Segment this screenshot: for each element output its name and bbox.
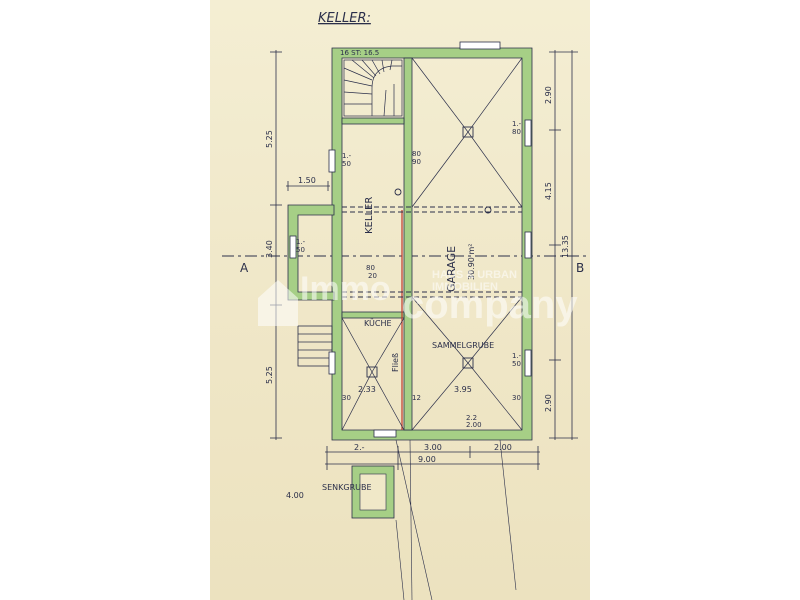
dim-bottom-total: 9.00 xyxy=(418,455,436,464)
dim-bottom-left: 2.- xyxy=(354,443,365,452)
dim-window-6: 2.2 xyxy=(466,414,477,422)
dim-corner-30b: 30 xyxy=(512,394,521,402)
dim-bottom-right: 2.00 xyxy=(494,443,512,452)
dim-door-20: 20 xyxy=(368,272,377,280)
room-label-garage-area: 30.90 m² xyxy=(467,244,476,280)
windows xyxy=(289,41,532,438)
room-label-kueche: KÜCHE xyxy=(364,318,392,328)
ceiling-diagonals xyxy=(341,57,523,431)
room-label-sammelgrube: SAMMELGRUBE xyxy=(432,341,494,350)
dim-window-2: 80 xyxy=(412,150,421,158)
beam-lines xyxy=(342,206,522,298)
plan-title: KELLER: xyxy=(318,11,371,26)
section-label-a: A xyxy=(240,261,249,275)
dim-senkgrube-width: 4.00 xyxy=(286,491,304,500)
dim-lower-mid-inner: 3.95 xyxy=(454,385,472,394)
dim-right-mid2: 13.35 xyxy=(561,235,570,258)
dim-corner-12: 12 xyxy=(412,394,421,402)
dim-left-upper: 5.25 xyxy=(265,130,274,148)
dim-window-4: 1.- xyxy=(296,238,306,246)
dim-right-mid1: 4.15 xyxy=(544,182,553,200)
house-logo-icon xyxy=(258,280,298,326)
dim-window-5: 1.- xyxy=(512,352,522,360)
dim-door-80: 80 xyxy=(366,264,375,272)
room-label-garage: GARAGE xyxy=(445,246,458,292)
dim-window-3-sub: 80 xyxy=(512,128,521,136)
construction-lines xyxy=(395,439,517,600)
staircase xyxy=(343,59,403,117)
dim-left-mid: 3.40 xyxy=(265,240,274,258)
room-label-senkgrube: SENKGRUBE xyxy=(322,483,372,492)
dim-lower-left-inner: 2.33 xyxy=(358,385,376,394)
watermark-small-line2: IMMOBILIEN xyxy=(432,281,498,293)
dimension-lines xyxy=(270,50,578,470)
watermark: Immo company HAUS & URBAN IMMOBILIEN xyxy=(258,269,578,327)
dim-window-5-sub: 50 xyxy=(512,360,521,368)
watermark-brand-right: company xyxy=(402,283,578,327)
walls xyxy=(287,47,533,441)
watermark-small-line1: HAUS & URBAN xyxy=(432,269,517,281)
dim-window-4-sub: 50 xyxy=(296,246,305,254)
dim-left-lower: 5.25 xyxy=(265,366,274,384)
label-flies: Fließ xyxy=(391,353,400,372)
dim-window-6-sub: 2.00 xyxy=(466,421,482,429)
outside-steps xyxy=(297,325,333,367)
dim-side-annex: 1.50 xyxy=(298,176,316,185)
dim-corner-30a: 30 xyxy=(342,394,351,402)
senkgrube-tank xyxy=(351,465,395,519)
dim-window-1: 1.- xyxy=(342,152,352,160)
dimension-texts: 5.25 3.40 5.25 2.90 4.15 13.35 2.90 2.- … xyxy=(265,86,570,500)
watermark-brand-left: Immo xyxy=(300,270,391,308)
room-label-keller: KELLER xyxy=(364,197,375,234)
dim-window-1-sub: 50 xyxy=(342,160,351,168)
section-label-b: B xyxy=(576,261,584,275)
dim-right-top: 2.90 xyxy=(544,86,553,104)
ceiling-markers xyxy=(366,126,492,378)
dim-bottom-mid: 3.00 xyxy=(424,443,442,452)
stair-note: 16 ST: 16.5 xyxy=(340,49,379,57)
dim-window-3: 1.- xyxy=(512,120,522,128)
dim-window-2-sub: 90 xyxy=(412,158,421,166)
dim-right-lower: 2.90 xyxy=(544,394,553,412)
